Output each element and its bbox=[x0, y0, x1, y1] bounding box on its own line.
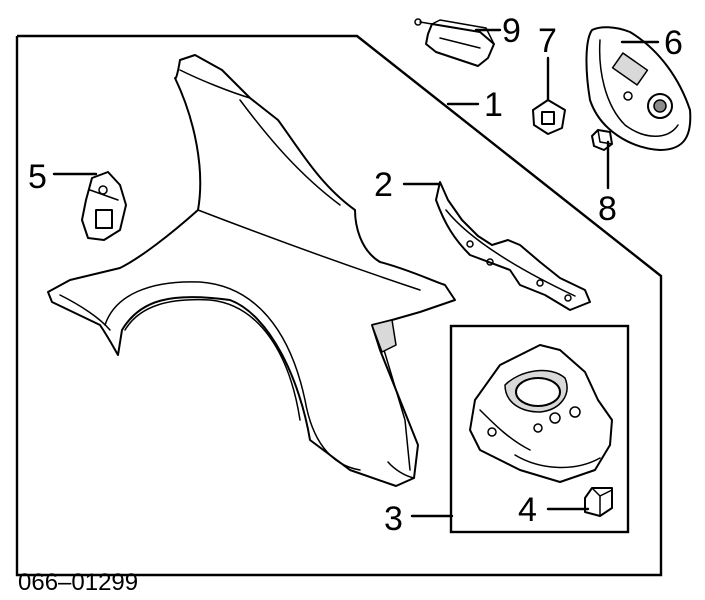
quarter-panel bbox=[47, 54, 456, 487]
reinforcement-bracket bbox=[435, 181, 591, 311]
fuel-door bbox=[585, 26, 692, 151]
assembly-frame bbox=[15, 34, 663, 577]
opener-housing bbox=[414, 18, 495, 67]
callout-9: 9 bbox=[502, 12, 521, 50]
diagram-code: 066–01299 bbox=[18, 569, 138, 596]
callout-8: 8 bbox=[598, 190, 617, 228]
callout-4: 4 bbox=[518, 491, 537, 529]
callout-3: 3 bbox=[384, 500, 403, 538]
callout-6: 6 bbox=[664, 24, 683, 62]
hinge-part bbox=[532, 89, 566, 135]
clip-part bbox=[584, 487, 613, 517]
inner-wheelhouse bbox=[469, 344, 613, 483]
callout-5: 5 bbox=[28, 158, 47, 196]
callout-2: 2 bbox=[374, 166, 393, 204]
side-bracket bbox=[81, 171, 127, 241]
inset-box bbox=[449, 324, 630, 534]
callout-7: 7 bbox=[538, 22, 557, 60]
callout-1: 1 bbox=[484, 86, 503, 124]
